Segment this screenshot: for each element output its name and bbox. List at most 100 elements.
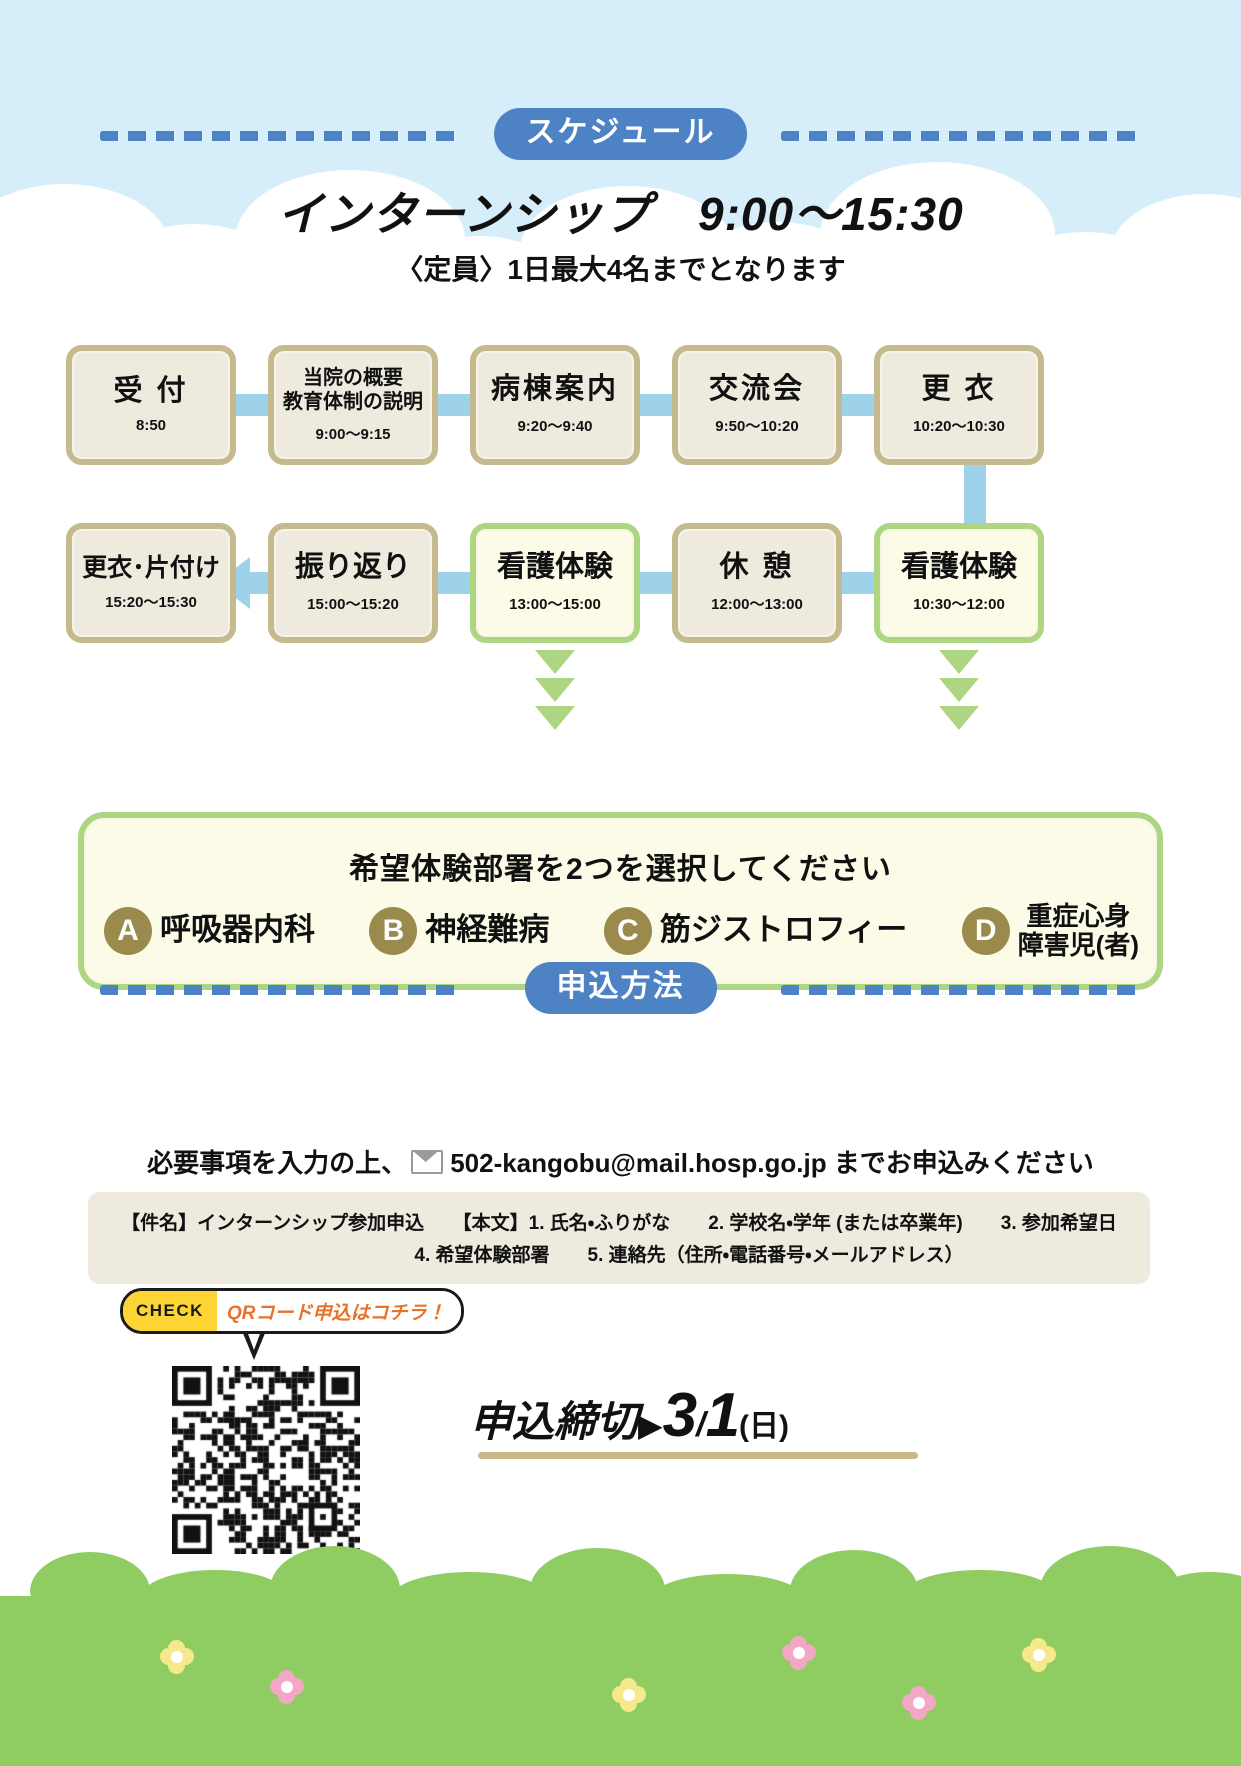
application-lead-before: 必要事項を入力の上、 [147,1148,408,1178]
grass-blade [650,1574,805,1616]
grass-blade [900,1570,1060,1616]
schedule-item-label: 当院の概要 教育体制の説明 [283,366,423,415]
department-letter-badge: A [104,906,152,955]
schedule-item-label: 看護体験 [900,551,1017,584]
deadline-arrow-icon: ▶ [638,1407,663,1443]
connector-vertical [964,465,986,523]
dashed-rule-left [100,985,460,995]
chevron-down-icon [535,706,575,730]
dashed-rule-right [781,131,1141,141]
dashed-rule-left [100,131,460,141]
application-lead: 必要事項を入力の上、 502-kangobu@mail.hosp.go.jp まで… [0,1143,1241,1180]
department-name: 呼吸器内科 [160,912,315,948]
page-title: インターンシップ 9:00〜15:30 [277,188,964,240]
schedule-item-time: 9:50〜10:20 [715,417,799,435]
schedule-item: 更衣･片付け 15:20〜15:30 [66,523,236,643]
grass-blade [390,1572,550,1616]
schedule-item-time: 15:00〜15:20 [307,595,399,613]
deadline-label: 申込締切 [470,1398,639,1445]
schedule-item-time: 15:20〜15:30 [105,593,197,611]
sky-background [0,0,1241,334]
qr-check-bubble: CHECK QRコード申込はコチラ！ [120,1288,465,1334]
department-option-b[interactable]: B 神経難病 [369,906,550,955]
deadline-slash: / [696,1406,706,1444]
schedule-item-time: 13:00〜15:00 [509,595,601,613]
chevron-down-icon [939,678,979,702]
department-option-a[interactable]: A 呼吸器内科 [104,906,315,955]
department-selection-panel: 希望体験部署を2つを選択してください A 呼吸器内科 B 神経難病 C 筋ジスト… [78,812,1163,990]
flower-icon [1022,1638,1056,1672]
department-letter-badge: C [603,906,652,955]
cloud-band [0,162,1241,334]
qr-code-canvas [172,1366,360,1554]
schedule-item-label-line1: 当院の概要 [303,366,403,389]
deadline-day: 1 [705,1381,740,1450]
chevron-down-icon [535,650,575,674]
deadline-underline [478,1452,918,1459]
application-badge: 申込方法 [524,962,717,1014]
flower-icon [270,1670,304,1704]
grass-blade [790,1550,918,1616]
schedule-item-label-line2: 教育体制の説明 [283,391,423,413]
chevron-down-icon [939,706,979,730]
department-name: 筋ジストロフィー [659,912,908,948]
schedule-section-header: スケジュール [0,108,1241,164]
schedule-flow: 受 付 8:50 当院の概要 教育体制の説明 9:00〜9:15 病棟案内 9:… [0,345,1241,645]
schedule-item-time: 10:20〜10:30 [913,417,1005,435]
schedule-item-label: 休 憩 [719,551,795,584]
schedule-badge: スケジュール [493,108,748,160]
schedule-item-label: 振り返り [294,551,411,584]
chevron-down-icon [939,650,979,674]
department-name-line1: 重症心身 [1026,901,1131,931]
department-name: 神経難病 [425,912,550,948]
qr-code[interactable] [172,1366,360,1554]
notice-line-1: 【件名】インターンシップ参加申込 【本文】1. 氏名・ふりがな 2. 学校名・学… [121,1213,1117,1234]
grass-footer [0,1516,1241,1766]
grass-blade [140,1570,290,1616]
department-option-d[interactable]: D 重症心身 障害児(者) [961,902,1139,959]
capacity-note: 〈定員〉1日最大4名までとなります [395,254,846,285]
flower-icon [612,1678,646,1712]
notice-line-2: 4. 希望体験部署 5. 連絡先（住所・電話番号・メールアドレス） [414,1245,964,1266]
schedule-item-nursing: 看護体験 10:30〜12:00 [874,523,1044,643]
grass-blade [30,1552,150,1616]
schedule-item-label: 更 衣 [921,373,997,406]
flower-icon [902,1686,936,1720]
application-lead-after: までお申込みください [826,1148,1094,1178]
application-notice-box: 【件名】インターンシップ参加申込 【本文】1. 氏名・ふりがな 2. 学校名・学… [88,1192,1150,1284]
schedule-item-time: 8:50 [135,416,167,434]
schedule-item: 振り返り 15:00〜15:20 [268,523,438,643]
deadline-weekday: (日) [739,1410,790,1443]
flower-icon [782,1636,816,1670]
application-deadline: 申込締切▶3/1(日) [470,1380,940,1451]
schedule-item: 当院の概要 教育体制の説明 9:00〜9:15 [268,345,438,465]
department-option-c[interactable]: C 筋ジストロフィー [603,906,908,955]
grass-blade [270,1546,400,1616]
email-address[interactable]: 502-kangobu@mail.hosp.go.jp [450,1148,827,1178]
schedule-item: 休 憩 12:00〜13:00 [672,523,842,643]
department-name-line2: 障害児(者) [1017,929,1139,960]
schedule-item: 交流会 9:50〜10:20 [672,345,842,465]
department-heading: 希望体験部署を2つを選択してください [349,853,892,886]
schedule-item-time: 12:00〜13:00 [711,595,803,613]
schedule-item-time: 9:00〜9:15 [315,426,391,444]
department-name: 重症心身 障害児(者) [1018,902,1139,959]
schedule-item-label: 更衣･片付け [82,553,220,582]
schedule-item: 受 付 8:50 [66,345,236,465]
application-section-header: 申込方法 [0,962,1241,1018]
flower-icon [160,1640,194,1674]
grass-blade [530,1548,665,1616]
deadline-month: 3 [662,1381,697,1450]
schedule-item-label: 看護体験 [496,551,613,584]
schedule-item-time: 9:20〜9:40 [517,417,593,435]
schedule-item-label: 交流会 [708,373,805,406]
department-letter-badge: D [961,906,1010,955]
check-tag: CHECK [123,1291,217,1331]
chevron-down-icon [535,678,575,702]
schedule-item-label: 受 付 [113,375,189,408]
schedule-item-label: 病棟案内 [490,373,619,406]
schedule-item: 病棟案内 9:20〜9:40 [470,345,640,465]
mail-icon [411,1150,444,1174]
schedule-item: 更 衣 10:20〜10:30 [874,345,1044,465]
